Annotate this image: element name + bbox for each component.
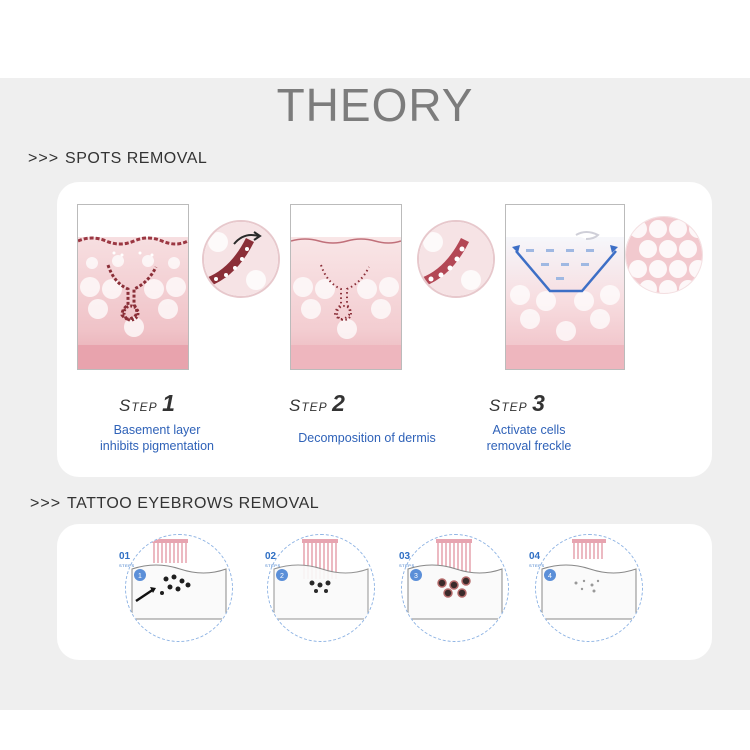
tattoo-removal-heading: >>> TATTOO EYEBROWS REMOVAL: [30, 495, 319, 513]
svg-text:3: 3: [414, 573, 418, 580]
tattoo-removal-heading-text: TATTOO EYEBROWS REMOVAL: [67, 495, 320, 512]
step-1-title: Step 1: [119, 390, 175, 417]
tattoo-step-3-circle: 3: [401, 534, 509, 642]
tattoo-step-4-circle: 4: [535, 534, 643, 642]
arrows-marker: >>>: [30, 495, 62, 512]
svg-text:4: 4: [548, 573, 552, 580]
step-1-skin-illustration: [77, 204, 189, 370]
spots-removal-heading-text: SPOTS REMOVAL: [65, 150, 208, 167]
tattoo-step-2-circle: 2: [267, 534, 375, 642]
step-3-title: Step 3: [489, 390, 545, 417]
step-1-number: 1: [162, 390, 175, 416]
step-3-description: Activate cells removal freckle: [459, 422, 599, 454]
step-2-number: 2: [332, 390, 345, 416]
step-2-line-1: Decomposition of dermis: [298, 431, 436, 445]
step-2-title: Step 2: [289, 390, 345, 417]
step-1-line-1: Basement layer: [113, 423, 201, 437]
page-title: THEORY: [276, 79, 474, 131]
step-2-description: Decomposition of dermis: [287, 430, 447, 446]
step-3-line-2: removal freckle: [486, 439, 572, 453]
step-2-skin-illustration: [290, 204, 402, 370]
step-3-zoom-circle: [625, 216, 703, 294]
step-3-number: 3: [532, 390, 545, 416]
step-1-zoom-circle: [202, 220, 280, 298]
step-1-line-2: inhibits pigmentation: [100, 439, 214, 453]
spots-removal-panel: Step 1 Basement layer inhibits pigmentat…: [57, 182, 712, 477]
step-1-word: Step: [119, 396, 158, 415]
arrows-marker: >>>: [28, 150, 60, 167]
spots-removal-heading: >>> SPOTS REMOVAL: [28, 150, 207, 168]
step-1-description: Basement layer inhibits pigmentation: [87, 422, 227, 454]
svg-text:2: 2: [280, 573, 284, 580]
step-2-zoom-circle: [417, 220, 495, 298]
step-3-line-1: Activate cells: [492, 423, 566, 437]
step-3-word: Step: [489, 396, 528, 415]
svg-text:1: 1: [138, 573, 142, 580]
tattoo-step-1-circle: 1: [125, 534, 233, 642]
step-2-word: Step: [289, 396, 328, 415]
step-3-skin-illustration: [505, 204, 625, 370]
